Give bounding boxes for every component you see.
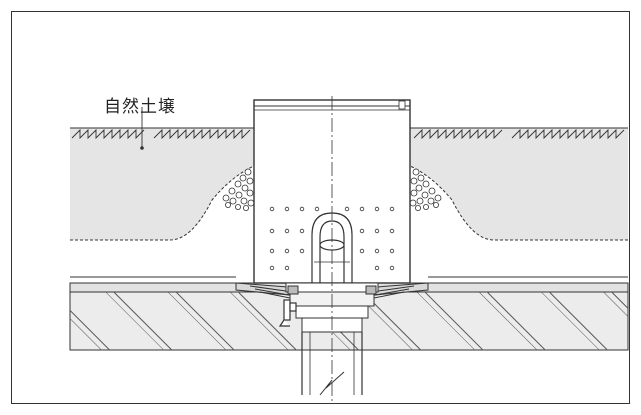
- gravel-left: [222, 168, 255, 211]
- surface-symbol-right: [413, 128, 625, 140]
- perforation-holes: [269, 206, 395, 271]
- natural-soil-label: 自然土壌: [104, 97, 176, 117]
- drain-pipe: [301, 332, 363, 396]
- label-leader-dot: [140, 146, 144, 150]
- anchor-bolt: [278, 299, 297, 327]
- surface-symbol-left: [71, 128, 251, 140]
- soil-layer: [70, 127, 628, 241]
